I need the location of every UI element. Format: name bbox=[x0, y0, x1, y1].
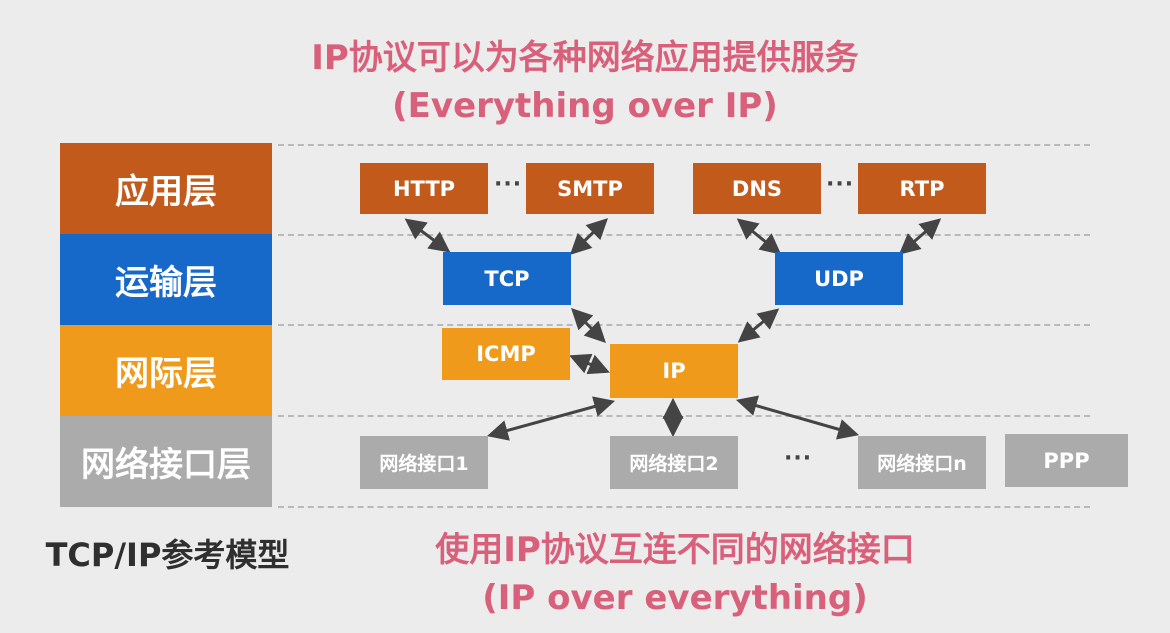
ellipsis: ··· bbox=[494, 172, 523, 197]
protocol-http: HTTP bbox=[360, 163, 488, 214]
layer-application: 应用层 bbox=[60, 143, 272, 234]
arrow-udp-ip bbox=[737, 308, 780, 343]
arrow-ip-ifacen bbox=[735, 395, 860, 440]
arrow-tcp-ip bbox=[571, 308, 606, 343]
header-title: IP协议可以为各种网络应用提供服务 bbox=[311, 38, 859, 78]
arrow-smtp-tcp bbox=[569, 218, 609, 255]
layer-separator bbox=[278, 415, 1090, 417]
layer-link: 网络接口层 bbox=[60, 416, 272, 507]
footer-subtitle: (IP over everything) bbox=[482, 578, 868, 618]
protocol-icmp: ICMP bbox=[442, 328, 570, 380]
arrow-ip-iface1 bbox=[486, 396, 616, 441]
interface-1: 网络接口1 bbox=[360, 436, 488, 489]
protocol-smtp: SMTP bbox=[526, 163, 654, 214]
model-label: TCP/IP参考模型 bbox=[45, 536, 290, 574]
protocol-ip: IP bbox=[610, 344, 738, 398]
layer-separator bbox=[278, 324, 1090, 326]
layer-internet: 网际层 bbox=[60, 325, 272, 416]
arrow-dns-udp bbox=[736, 218, 782, 255]
ellipsis: ··· bbox=[826, 172, 855, 197]
protocol-udp: UDP bbox=[775, 252, 903, 305]
protocol-dns: DNS bbox=[693, 163, 821, 214]
header-subtitle: (Everything over IP) bbox=[392, 86, 778, 126]
layer-separator bbox=[278, 144, 1090, 146]
protocol-tcp: TCP bbox=[443, 252, 571, 305]
layer-separator bbox=[278, 506, 1090, 508]
arrow-rtp-udp bbox=[898, 218, 942, 255]
arrow-http-tcp bbox=[404, 218, 451, 253]
interface-2: 网络接口2 bbox=[610, 436, 738, 489]
layer-separator bbox=[278, 234, 1090, 236]
arrow-icmp-ip bbox=[569, 353, 610, 375]
interface-n: 网络接口n bbox=[858, 436, 986, 489]
ellipsis: ··· bbox=[784, 446, 813, 471]
layer-transport: 运输层 bbox=[60, 234, 272, 325]
protocol-rtp: RTP bbox=[858, 163, 986, 214]
footer-title: 使用IP协议互连不同的网络接口 bbox=[435, 530, 915, 570]
protocol-ppp: PPP bbox=[1005, 434, 1128, 487]
